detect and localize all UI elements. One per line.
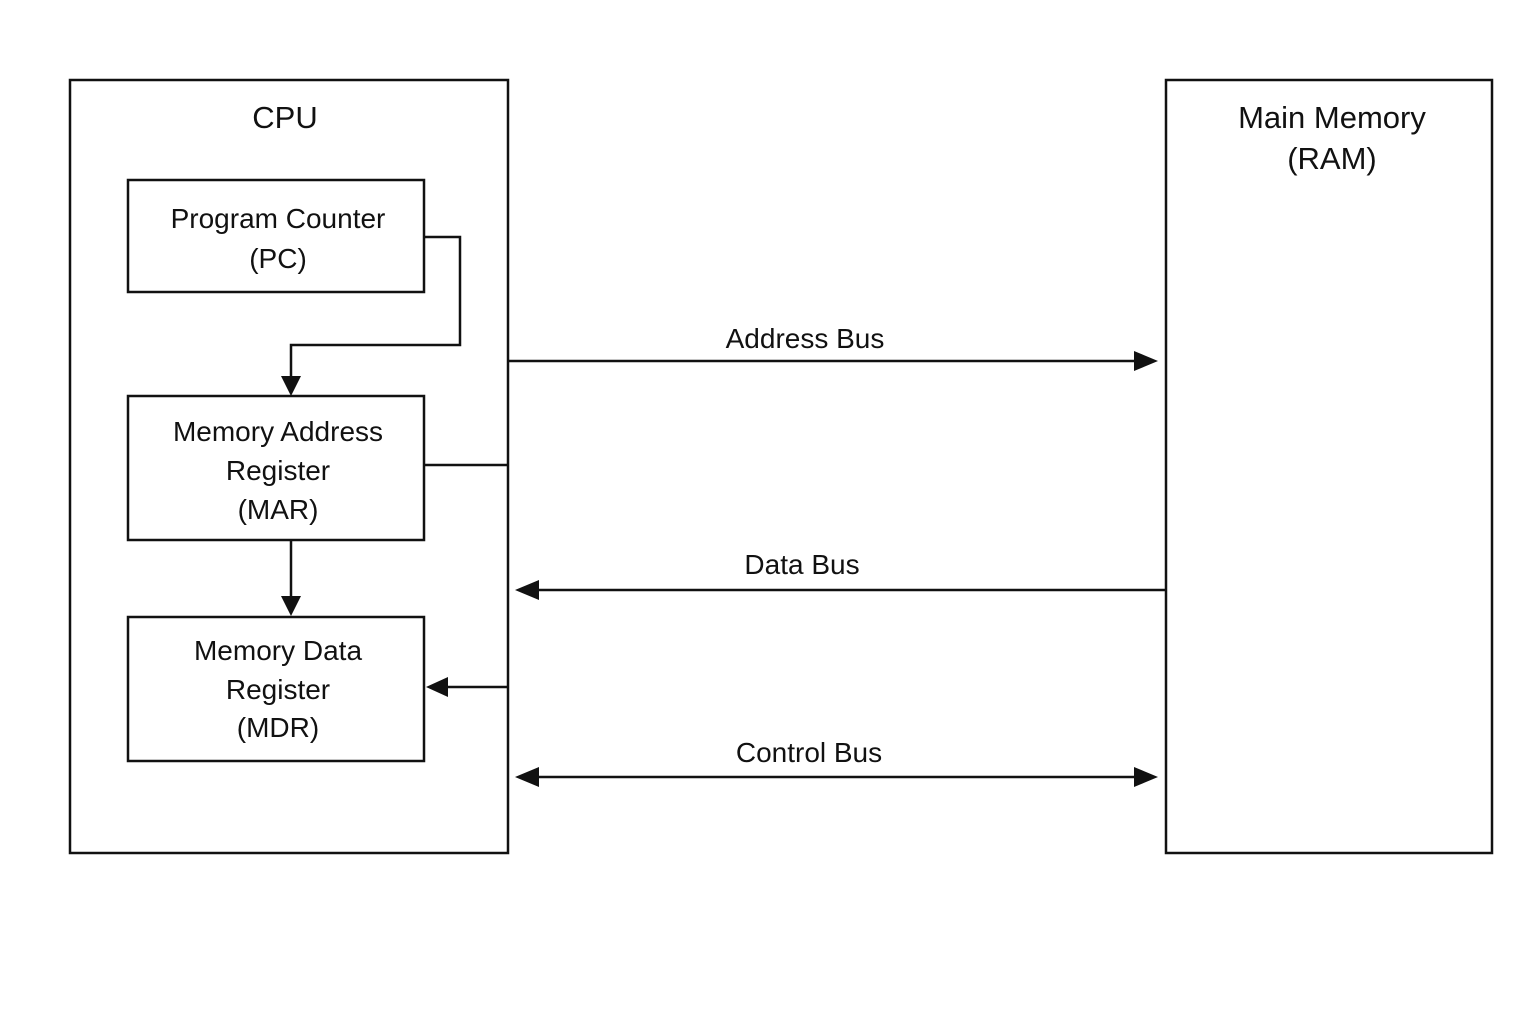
cpu-title: CPU xyxy=(252,100,317,135)
mdr-label-line2: Register xyxy=(226,674,330,705)
control-bus-arrowhead-right xyxy=(1134,767,1158,787)
cpu-edge-to-mdr-arrowhead xyxy=(426,677,448,697)
mar-label-line1: Memory Address xyxy=(173,416,383,447)
program-counter-abbrev: (PC) xyxy=(249,243,307,274)
data-bus-label: Data Bus xyxy=(744,549,859,580)
control-bus-label: Control Bus xyxy=(736,737,882,768)
mar-box xyxy=(126,394,426,542)
main-memory-label: Main Memory xyxy=(1238,100,1426,135)
program-counter-label: Program Counter xyxy=(171,203,386,234)
data-bus-arrowhead xyxy=(515,580,539,600)
mdr-label-line1: Memory Data xyxy=(194,635,362,666)
main-memory-abbrev: (RAM) xyxy=(1287,141,1377,176)
mdr-abbrev: (MDR) xyxy=(237,712,319,743)
mar-label-line2: Register xyxy=(226,455,330,486)
main-memory-box xyxy=(1164,78,1494,855)
mdr-box xyxy=(126,615,426,763)
mar-abbrev: (MAR) xyxy=(238,494,319,525)
program-counter-box xyxy=(126,178,426,294)
address-bus-label: Address Bus xyxy=(726,323,885,354)
address-bus-arrowhead xyxy=(1134,351,1158,371)
pc-to-mar-connector xyxy=(289,235,462,378)
control-bus-arrowhead-left xyxy=(515,767,539,787)
pc-to-mar-arrowhead xyxy=(281,376,301,396)
mar-to-mdr-arrowhead xyxy=(281,596,301,616)
